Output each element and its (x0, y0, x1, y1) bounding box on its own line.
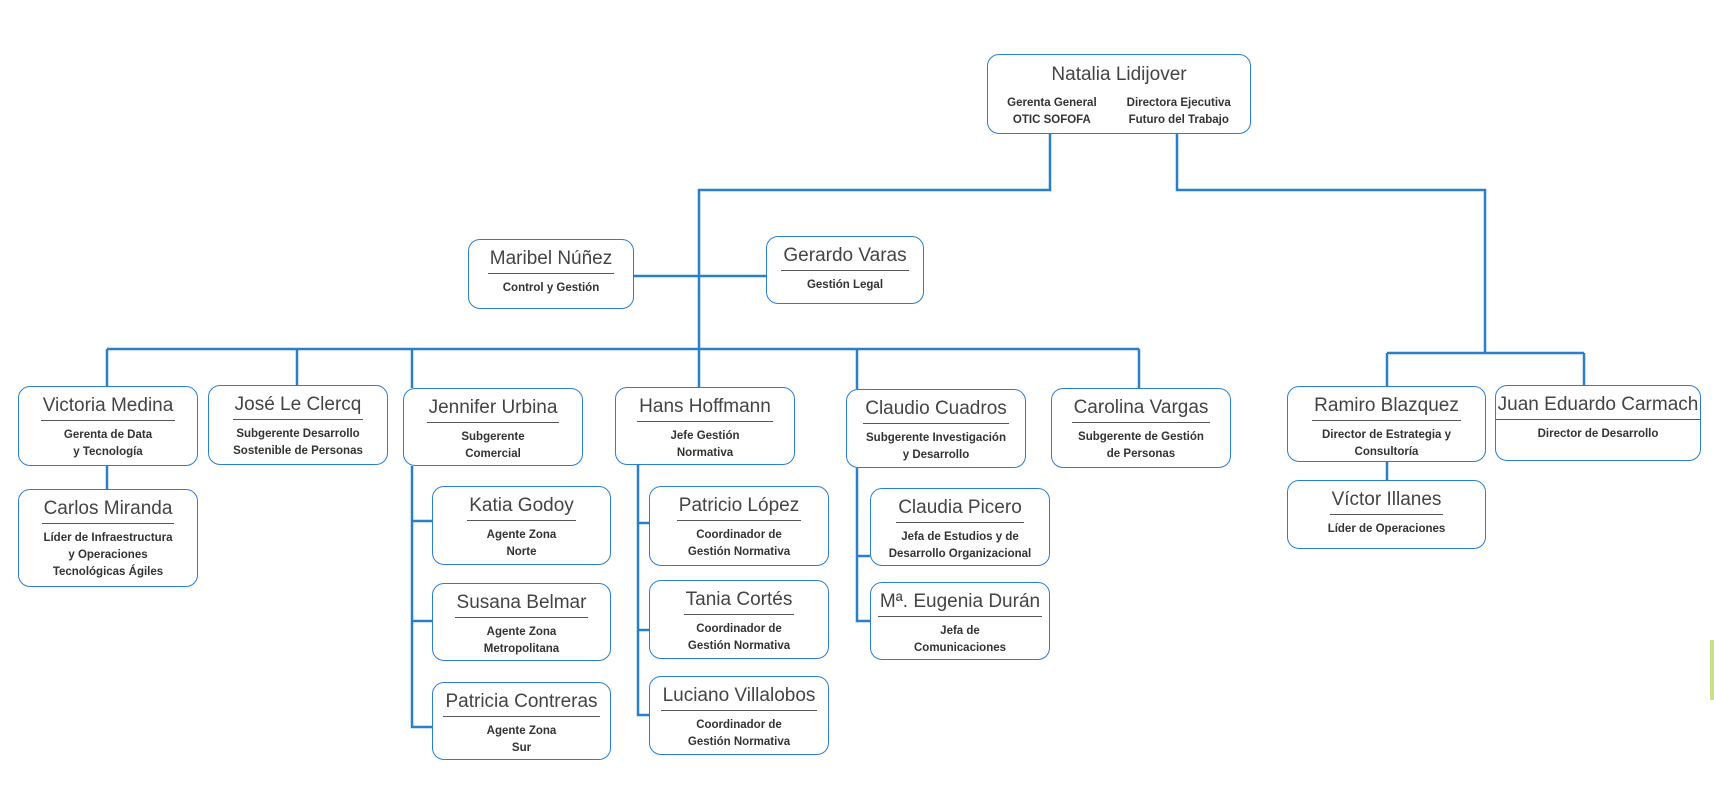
node-name: Susana Belmar (454, 592, 589, 618)
org-node-eugenia: Mª. Eugenia Durán Jefa de Comunicaciones (870, 582, 1050, 660)
node-role: Gerenta de Data y Tecnología (63, 429, 153, 458)
node-role-right: Directora Ejecutiva Futuro del Trabajo (1126, 97, 1231, 126)
node-name: Patricia Contreras (443, 691, 600, 717)
node-name: Víctor Illanes (1329, 489, 1444, 515)
org-node-luciano: Luciano Villalobos Coordinador de Gestió… (649, 676, 829, 755)
node-name: Victoria Medina (40, 395, 176, 421)
node-name: Juan Eduardo Carmach (1495, 394, 1701, 420)
org-node-juan: Juan Eduardo Carmach Director de Desarro… (1495, 385, 1701, 461)
org-node-root: Natalia Lidijover Gerenta General OTIC S… (987, 54, 1251, 134)
node-role: Coordinador de Gestión Normativa (687, 529, 791, 558)
org-node-patricio: Patricio López Coordinador de Gestión No… (649, 486, 829, 566)
org-node-victoria: Victoria Medina Gerenta de Data y Tecnol… (18, 386, 198, 466)
node-name: Claudia Picero (896, 497, 1024, 523)
node-name: Luciano Villalobos (660, 685, 818, 711)
org-node-claudio: Claudio Cuadros Subgerente Investigación… (846, 389, 1026, 468)
org-node-carlos: Carlos Miranda Líder de Infraestructura … (18, 489, 198, 587)
node-name: Ramiro Blazquez (1312, 395, 1461, 421)
node-role: Gestión Legal (806, 279, 884, 291)
node-name: Mª. Eugenia Durán (877, 591, 1043, 617)
org-node-jennifer: Jennifer Urbina Subgerente Comercial (403, 388, 583, 466)
node-name: Natalia Lidijover (1051, 64, 1187, 85)
node-role: Agente Zona Norte (486, 529, 557, 558)
org-node-tania: Tania Cortés Coordinador de Gestión Norm… (649, 580, 829, 659)
edge-artifact (1710, 640, 1714, 700)
node-name: Gerardo Varas (781, 245, 909, 271)
node-role: Director de Desarrollo (1537, 428, 1659, 440)
org-node-staff-gerardo: Gerardo Varas Gestión Legal (766, 236, 924, 304)
node-role: Líder de Operaciones (1327, 523, 1446, 535)
org-node-carolina: Carolina Vargas Subgerente de Gestión de… (1051, 388, 1231, 468)
org-node-hans: Hans Hoffmann Jefe Gestión Normativa (615, 387, 795, 465)
node-role: Agente Zona Metropolitana (483, 626, 560, 655)
org-node-katia: Katia Godoy Agente Zona Norte (432, 486, 611, 565)
node-role: Líder de Infraestructura y Operaciones T… (43, 532, 173, 578)
node-name: Tania Cortés (683, 589, 795, 615)
node-role: Control y Gestión (502, 282, 600, 294)
node-name: Carlos Miranda (41, 498, 175, 524)
node-name: Carolina Vargas (1071, 397, 1211, 423)
node-name: Claudio Cuadros (863, 398, 1009, 424)
node-role: Subgerente Desarrollo Sostenible de Pers… (233, 428, 363, 457)
org-node-ramiro: Ramiro Blazquez Director de Estrategia y… (1287, 386, 1486, 462)
node-role: Coordinador de Gestión Normativa (687, 719, 791, 748)
node-name: Jennifer Urbina (426, 397, 560, 423)
org-node-staff-maribel: Maribel Núñez Control y Gestión (468, 239, 634, 309)
org-node-jose: José Le Clercq Subgerente Desarrollo Sos… (208, 385, 388, 465)
node-name: José Le Clercq (232, 394, 364, 420)
org-node-patricia: Patricia Contreras Agente Zona Sur (432, 682, 611, 760)
node-role: Subgerente Investigación y Desarrollo (866, 432, 1006, 461)
org-node-susana: Susana Belmar Agente Zona Metropolitana (432, 583, 611, 661)
node-role: Agente Zona Sur (486, 725, 557, 754)
node-name: Maribel Núñez (487, 248, 615, 274)
org-node-victor: Víctor Illanes Líder de Operaciones (1287, 480, 1486, 549)
node-role-left: Gerenta General OTIC SOFOFA (1007, 97, 1097, 126)
node-role: Jefa de Estudios y de Desarrollo Organiz… (888, 531, 1032, 560)
org-node-claudia: Claudia Picero Jefa de Estudios y de Des… (870, 488, 1050, 566)
node-role: Jefa de Comunicaciones (913, 625, 1007, 654)
node-name: Katia Godoy (467, 495, 576, 521)
node-role: Subgerente de Gestión de Personas (1078, 431, 1204, 460)
node-name: Patricio López (676, 495, 802, 521)
node-role: Jefe Gestión Normativa (670, 430, 740, 459)
node-role: Subgerente Comercial (461, 431, 525, 460)
node-name: Hans Hoffmann (637, 396, 773, 422)
node-role: Director de Estrategia y Consultoría (1321, 429, 1452, 458)
node-role: Coordinador de Gestión Normativa (687, 623, 791, 652)
